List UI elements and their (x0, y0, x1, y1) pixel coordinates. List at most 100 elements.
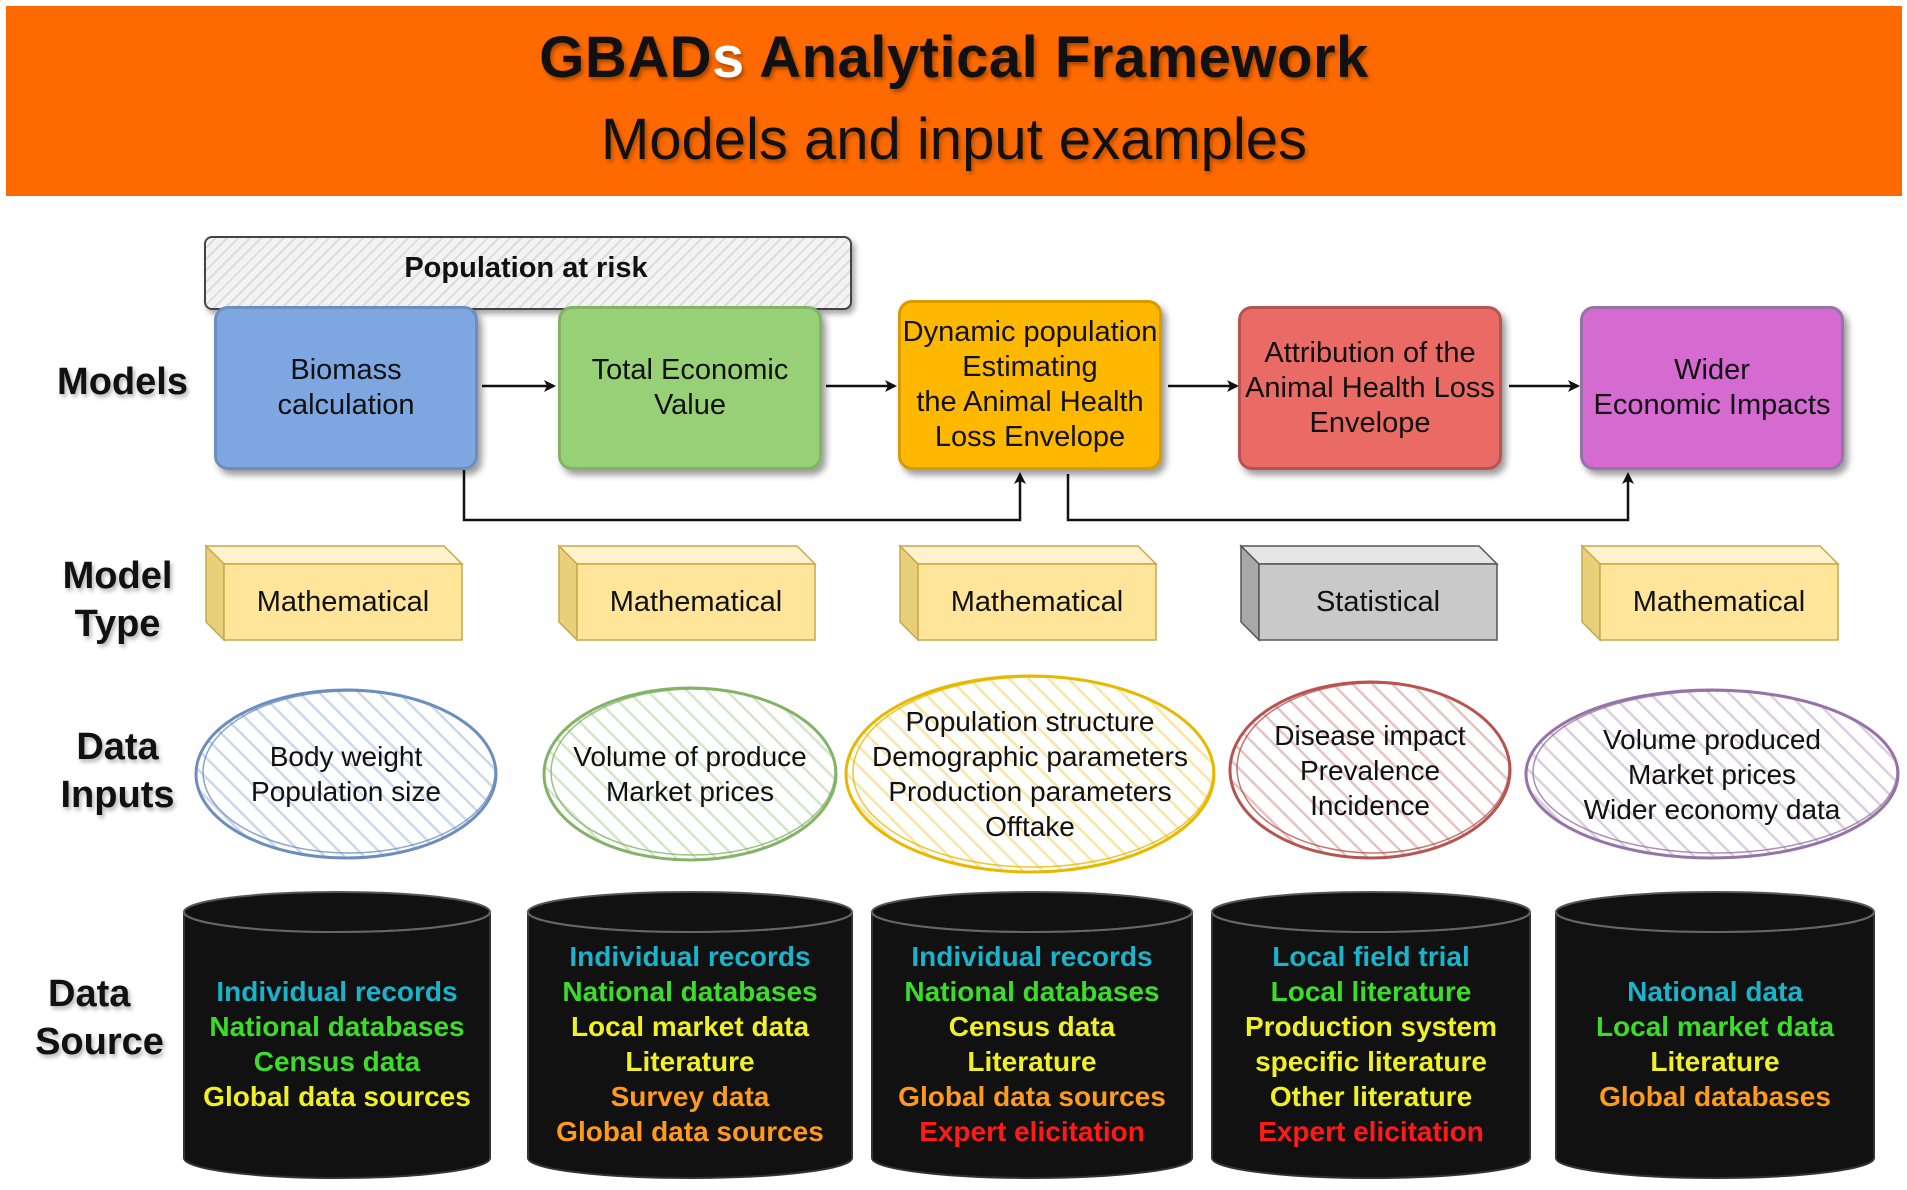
data-source-item: National databases (562, 976, 818, 1007)
data-source-item: specific literature (1255, 1046, 1487, 1077)
title-s: s (711, 25, 745, 90)
data-source-item: National databases (209, 1011, 465, 1042)
data-input-line: Body weight (269, 741, 423, 772)
data-input-ellipse-shape (844, 674, 1216, 874)
data-source-item: Literature (1650, 1046, 1780, 1077)
model-type-cube (1580, 544, 1840, 642)
model-box-line: Economic Impacts (1593, 389, 1831, 421)
arrow-biomass-to-dynamic (462, 470, 1026, 522)
row-label-data-inputs-line1: Data (76, 726, 159, 768)
data-source-item: Literature (625, 1046, 755, 1077)
model-type-label: Statistical (1315, 586, 1441, 618)
title-part-2: Analytical Framework (744, 25, 1369, 90)
header-banner: GBADs Analytical Framework Models and in… (6, 6, 1902, 196)
model-type-cube (204, 544, 464, 642)
row-label-model-type-line2: Type (74, 603, 161, 645)
data-source-item: Individual records (216, 976, 458, 1007)
data-source-cylinder-shape (1211, 891, 1531, 1179)
model-box-line: Total Economic (591, 354, 789, 386)
row-label-models: Models (57, 361, 188, 403)
model-box-line: Estimating (962, 351, 1098, 383)
data-input-line: Market prices (605, 776, 775, 807)
row-label-model-type-line1: Model (62, 555, 173, 597)
data-input-line: Incidence (1310, 789, 1430, 821)
data-input-line: Offtake (985, 811, 1075, 842)
data-source-item: Literature (967, 1046, 1097, 1077)
data-source-item: Local field trial (1272, 941, 1470, 972)
model-type-box-3: Mathematical (898, 544, 1158, 642)
model-type-label: Mathematical (256, 586, 430, 618)
data-source-item: Expert elicitation (1258, 1116, 1484, 1147)
row-label-data-source-line2: Source (35, 1021, 164, 1063)
model-type-box-2: Mathematical (557, 544, 817, 642)
data-input-ellipse-shape (542, 686, 838, 862)
model-type-cube (898, 544, 1158, 642)
data-source-item: Local market data (570, 1011, 810, 1042)
arrow-dynamic-to-wider (1066, 472, 1634, 522)
data-input-line: Prevalence (1299, 754, 1441, 786)
population-at-risk-box (204, 236, 852, 310)
model-type-label: Mathematical (609, 586, 783, 618)
data-source-item: Global data sources (203, 1081, 471, 1112)
data-source-item: Global databases (1599, 1081, 1831, 1112)
data-input-ellipse-shape (194, 688, 498, 860)
model-type-label: Mathematical (1632, 586, 1806, 618)
data-input-line: Population size (251, 776, 441, 807)
data-input-line: Production parameters (888, 776, 1172, 807)
data-source-item: Census data (253, 1046, 421, 1077)
model-type-box-1: Mathematical (204, 544, 464, 642)
model-box-line: the Animal Health (916, 386, 1144, 418)
data-source-item: National databases (904, 976, 1160, 1007)
model-type-box-5: Mathematical (1580, 544, 1840, 642)
model-box-line: Animal Health Loss (1245, 371, 1495, 404)
data-source-item: Individual records (569, 941, 811, 972)
model-box-line: Dynamic population (902, 316, 1158, 348)
data-source-item: Individual records (911, 941, 1153, 972)
data-input-line: Population structure (905, 706, 1155, 737)
data-input-ellipse-shape (1524, 688, 1900, 860)
population-at-risk-label: Population at risk (404, 252, 648, 284)
data-input-line: Market prices (1627, 758, 1797, 790)
data-input-line: Wider economy data (1583, 793, 1841, 825)
diagram-title: GBADs Analytical Framework (6, 24, 1902, 91)
model-type-cube (557, 544, 817, 642)
model-box-line: Value (653, 389, 727, 421)
model-box-line: Envelope (1309, 406, 1431, 439)
model-box-line: calculation (277, 389, 415, 421)
model-type-cube (1239, 544, 1499, 642)
data-source-item: Local market data (1595, 1011, 1835, 1042)
data-input-line: Volume produced (1603, 723, 1821, 755)
data-input-ellipse-shape (1228, 680, 1512, 860)
data-source-item: Expert elicitation (919, 1116, 1145, 1147)
data-source-cylinder-shape (871, 891, 1193, 1179)
row-label-data-source: Data Source (22, 970, 177, 1066)
row-label-data-inputs-line2: Inputs (60, 774, 175, 816)
data-source-cylinder-shape (1555, 891, 1875, 1179)
data-source-item: Survey data (610, 1081, 770, 1112)
row-label-data-inputs: Data Inputs (40, 723, 195, 819)
data-source-item: Global data sources (898, 1081, 1166, 1112)
